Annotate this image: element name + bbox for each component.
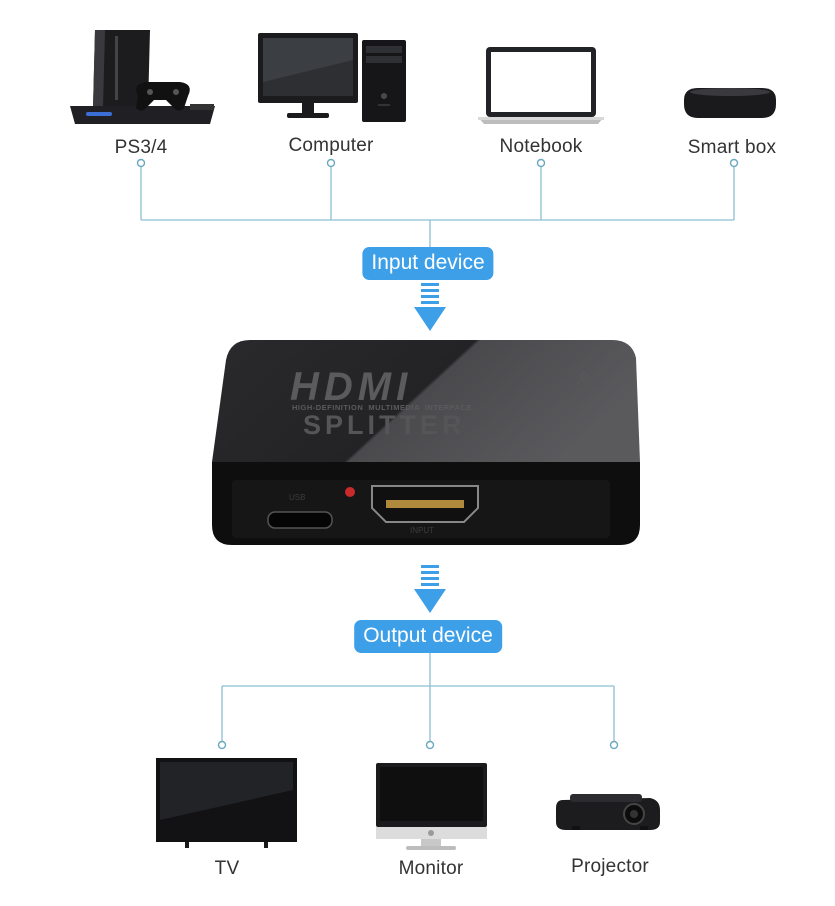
- splitter-title: SPLITTER: [303, 410, 466, 440]
- hdmi-port-label: INPUT: [410, 526, 434, 535]
- usb-port-label: USB: [289, 493, 306, 502]
- input-device-label-smart-box: Smart box: [687, 137, 777, 158]
- input-device-label-computer: Computer: [288, 135, 374, 156]
- output-device-label-monitor: Monitor: [398, 858, 464, 879]
- input-device-tag: Input device: [362, 247, 494, 280]
- input-device-label-ps: PS3/4: [114, 137, 168, 158]
- splitter-brand-subtitle: HIGH-DEFINITION MULTIMEDIA INTERFACE: [292, 403, 472, 412]
- output-device-label-tv: TV: [214, 858, 240, 879]
- output-device-label-projector: Projector: [571, 856, 649, 877]
- splitter-brand-logo: HDMI: [290, 365, 413, 409]
- registered-mark-icon: [580, 372, 588, 380]
- input-device-label-notebook: Notebook: [499, 136, 583, 157]
- output-device-tag: Output device: [354, 620, 502, 653]
